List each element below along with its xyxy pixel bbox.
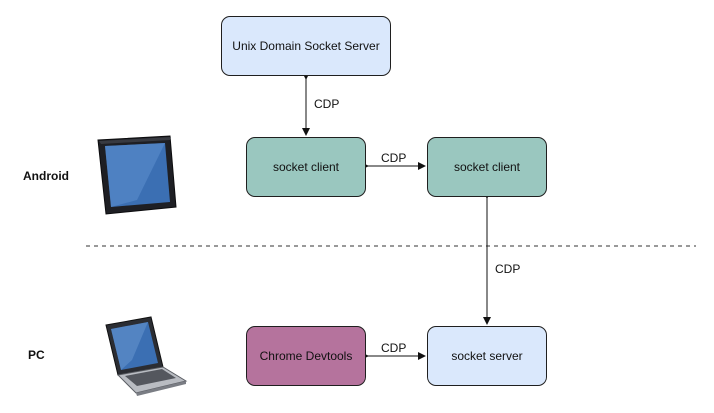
edge-label-client-to-client: CDP: [381, 151, 407, 165]
socket-server-node: socket server: [427, 326, 547, 386]
section-label-android: Android: [23, 169, 69, 183]
socket-client-left-label: socket client: [272, 160, 340, 174]
unix-domain-socket-server-label: Unix Domain Socket Server: [232, 39, 380, 53]
chrome-devtools-node: Chrome Devtools: [246, 326, 366, 386]
socket-client-right-label: socket client: [453, 160, 521, 174]
chrome-devtools-label: Chrome Devtools: [259, 349, 353, 363]
edge-label-unix-to-client: CDP: [314, 97, 340, 111]
socket-server-label: socket server: [451, 349, 523, 363]
unix-domain-socket-server-node: Unix Domain Socket Server: [221, 16, 391, 76]
section-label-pc: PC: [28, 348, 45, 362]
socket-client-android-right-node: socket client: [427, 137, 547, 197]
laptop-icon: [105, 316, 188, 396]
tablet-icon: [97, 135, 177, 215]
socket-client-android-left-node: socket client: [246, 137, 366, 197]
edge-label-client-to-server: CDP: [495, 262, 521, 276]
edge-label-devtools-to-server: CDP: [381, 341, 407, 355]
